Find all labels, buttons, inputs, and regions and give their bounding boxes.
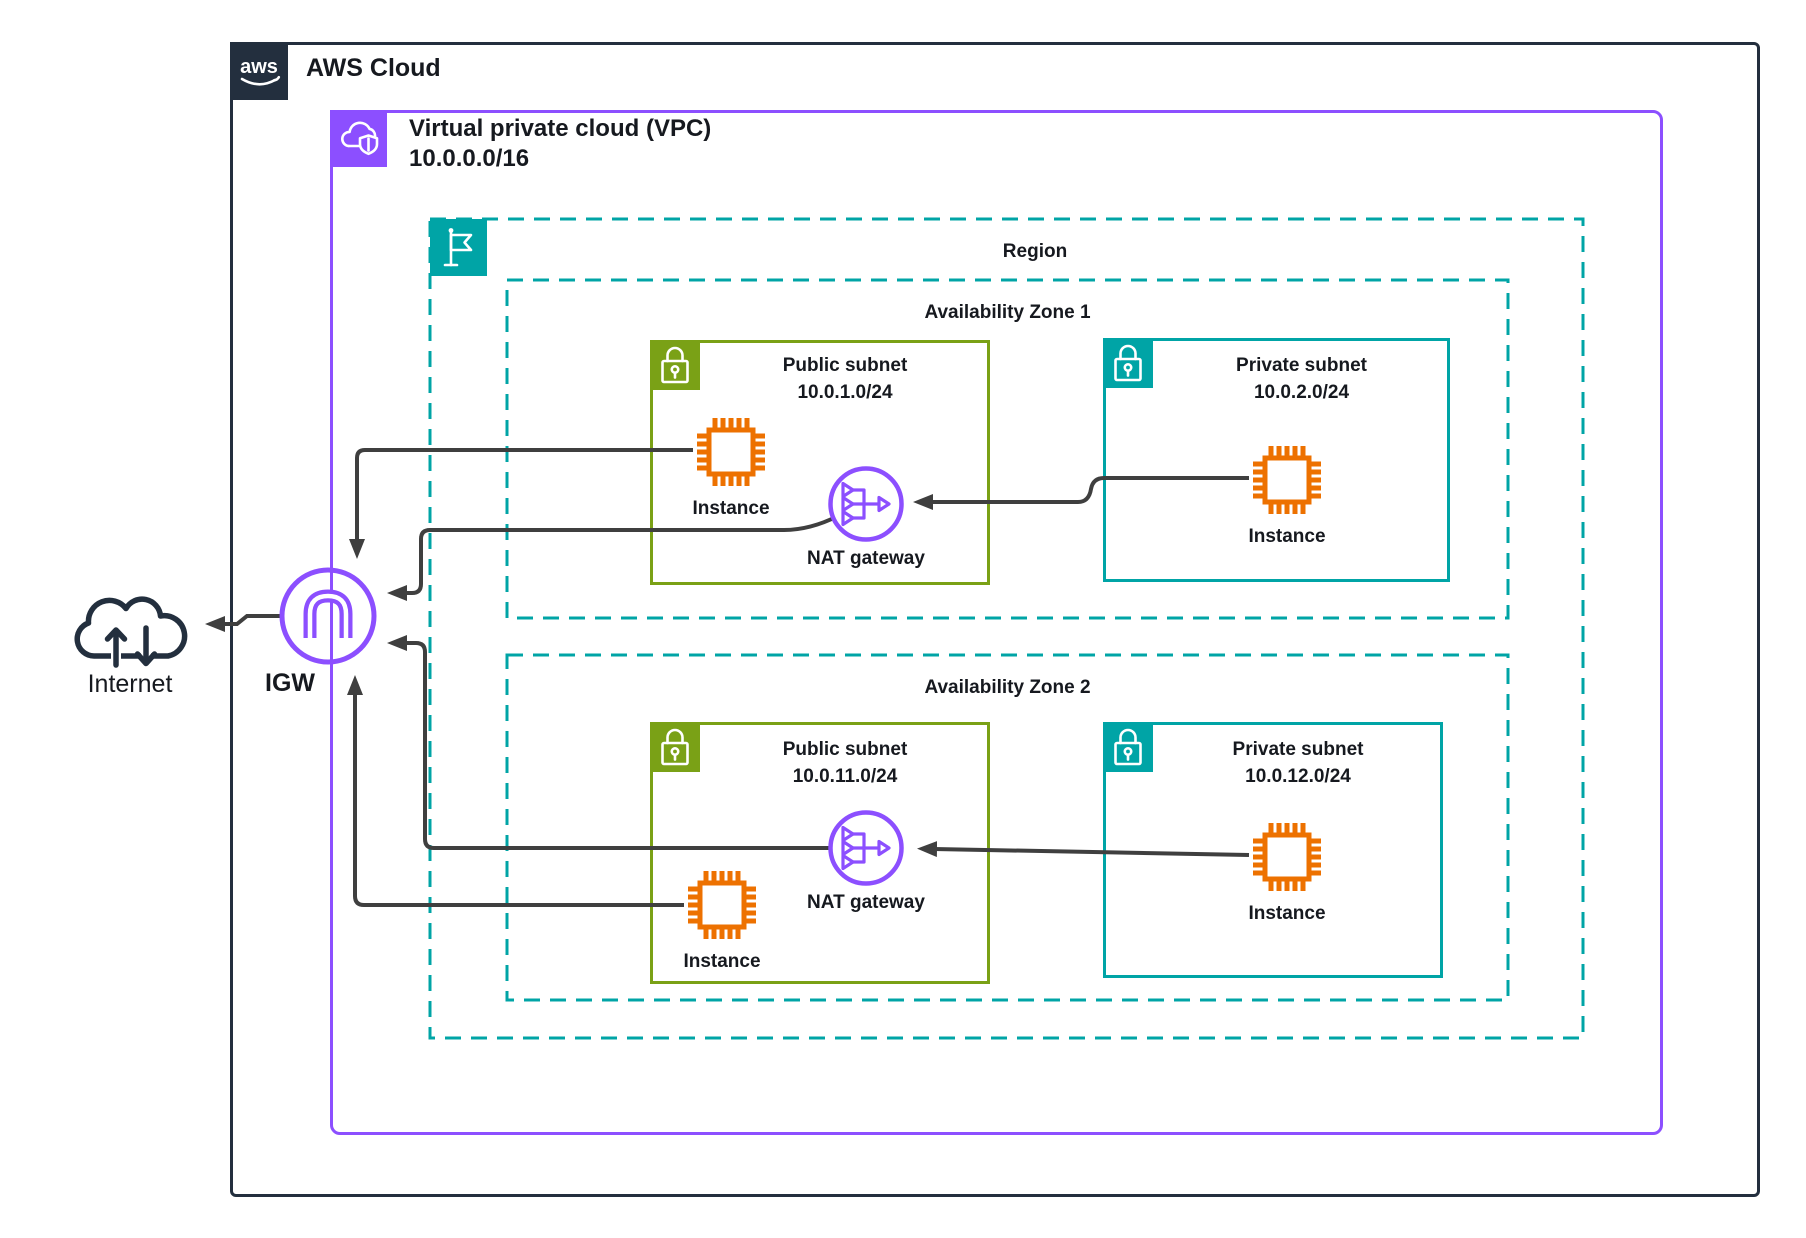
nat-gateway-icon xyxy=(828,466,904,542)
private-subnet-1-cidr: 10.0.2.0/24 xyxy=(1253,382,1350,403)
aws-cloud-title: AWS Cloud xyxy=(306,54,441,82)
public-subnet-1-titles: Public subnet 10.0.1.0/24 xyxy=(700,352,990,406)
private-subnet-1-title: Private subnet xyxy=(1236,355,1367,376)
public-subnet-2-title: Public subnet xyxy=(782,739,908,760)
aws-logo-text: aws xyxy=(240,56,278,78)
vpc-badge xyxy=(330,110,387,167)
vpc-box xyxy=(330,110,1663,1135)
public-subnet-2-badge xyxy=(650,722,700,772)
instance-icon xyxy=(688,871,756,939)
public-subnet-1-badge xyxy=(650,340,700,390)
private-subnet-2-title: Private subnet xyxy=(1232,739,1364,760)
internet-cloud-icon xyxy=(74,596,188,668)
nat-gateway-1-label: NAT gateway xyxy=(807,548,925,569)
private-subnet-2-titles: Private subnet 10.0.12.0/24 xyxy=(1153,736,1443,790)
private-subnet-2-cidr: 10.0.12.0/24 xyxy=(1245,766,1351,787)
private-instance-1-label: Instance xyxy=(1248,526,1326,547)
internet-gateway-icon xyxy=(279,567,377,665)
private-subnet-1-badge xyxy=(1103,338,1153,388)
private-subnet-2-badge xyxy=(1103,722,1153,772)
region-badge xyxy=(430,219,487,276)
private-subnet-lock-icon xyxy=(1114,344,1142,382)
public-instance-2-label: Instance xyxy=(683,951,761,972)
vpc-title: Virtual private cloud (VPC) xyxy=(409,115,712,142)
aws-logo-badge: aws xyxy=(230,42,288,100)
public-subnet-1-title: Public subnet xyxy=(782,355,908,376)
instance-icon xyxy=(697,418,765,486)
availability-zone-1-label: Availability Zone 1 xyxy=(924,302,1091,323)
vpc-cloud-shield-icon xyxy=(341,121,379,156)
public-subnet-lock-icon xyxy=(661,728,689,766)
private-subnet-lock-icon xyxy=(1114,728,1142,766)
public-subnet-1-cidr: 10.0.1.0/24 xyxy=(797,382,893,403)
public-subnet-2-titles: Public subnet 10.0.11.0/24 xyxy=(700,736,990,790)
private-subnet-1-titles: Private subnet 10.0.2.0/24 xyxy=(1153,352,1450,406)
private-instance-2-label: Instance xyxy=(1248,903,1326,924)
public-subnet-lock-icon xyxy=(661,346,689,384)
internet-label: Internet xyxy=(87,670,173,698)
aws-logo-icon: aws xyxy=(240,56,281,86)
public-instance-1-label: Instance xyxy=(692,498,770,519)
availability-zone-2-label: Availability Zone 2 xyxy=(924,677,1091,698)
nat-gateway-2-label: NAT gateway xyxy=(807,892,925,913)
igw-label: IGW xyxy=(265,669,315,697)
region-label: Region xyxy=(1002,241,1068,262)
nat-gateway-icon xyxy=(828,810,904,886)
instance-icon xyxy=(1253,446,1321,514)
instance-icon xyxy=(1253,823,1321,891)
vpc-cidr: 10.0.0.0/16 xyxy=(409,145,530,172)
public-subnet-2-cidr: 10.0.11.0/24 xyxy=(792,766,898,787)
region-flag-icon xyxy=(443,228,473,267)
